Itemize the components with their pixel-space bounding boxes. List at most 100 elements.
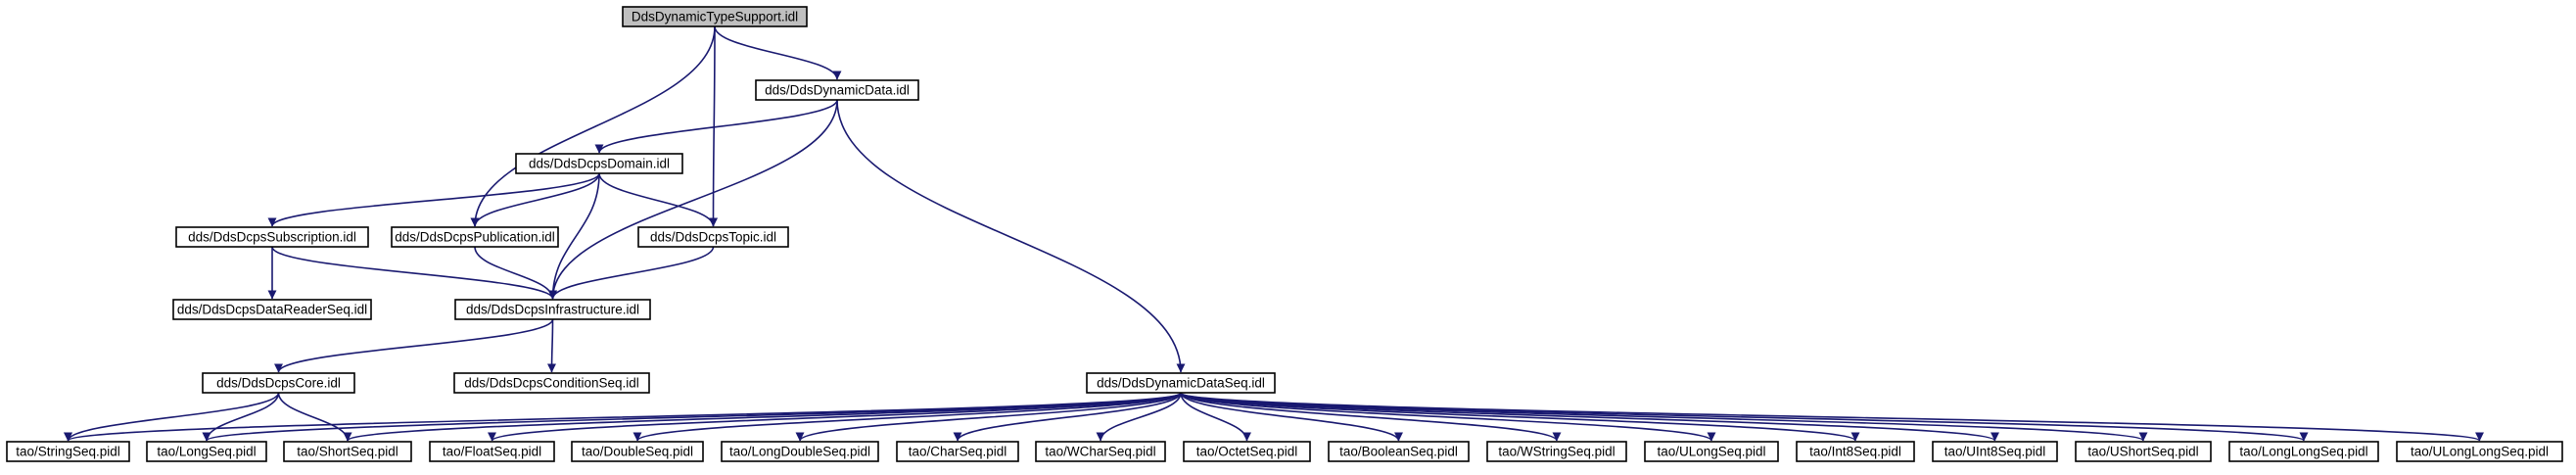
node-label: tao/ULongSeq.pidl xyxy=(1657,445,1765,459)
node-box[interactable] xyxy=(755,79,919,101)
node-label: tao/WStringSeq.pidl xyxy=(1498,445,1615,459)
node-tao-doubleseq-pidl[interactable]: tao/DoubleSeq.pidl xyxy=(571,441,704,462)
edges-layer xyxy=(64,25,2484,442)
node-tao-charseq-pidl[interactable]: tao/CharSeq.pidl xyxy=(896,441,1019,462)
edge-dds-ddsdcpssubscription-idl-to-dds-ddsdcpsinfrastructure-idl xyxy=(271,246,557,300)
node-label: dds/DdsDcpsInfrastructure.idl xyxy=(466,303,639,317)
node-label: tao/CharSeq.pidl xyxy=(909,445,1007,459)
node-box[interactable] xyxy=(6,441,130,462)
edge-dds-ddsdynamicdataseq-idl-to-tao-octetseq-pidl xyxy=(1180,392,1251,442)
node-tao-ulongseq-pidl[interactable]: tao/ULongSeq.pidl xyxy=(1644,441,1779,462)
node-tao-stringseq-pidl[interactable]: tao/StringSeq.pidl xyxy=(6,441,130,462)
node-tao-ushortseq-pidl[interactable]: tao/UShortSeq.pidl xyxy=(2075,441,2212,462)
node-label: dds/DdsDynamicData.idl xyxy=(765,83,910,98)
node-box[interactable] xyxy=(622,6,808,27)
node-tao-wcharseq-pidl[interactable]: tao/WCharSeq.pidl xyxy=(1035,441,1166,462)
edge-ddsdynamictypesupport-idl-to-dds-ddsdynamicdata-idl xyxy=(714,25,842,80)
edge-dds-ddsdynamicdataseq-idl-to-tao-longlongseq-pidl xyxy=(1180,392,2309,442)
node-dds-ddsdynamicdataseq-idl[interactable]: dds/DdsDynamicDataSeq.idl xyxy=(1086,372,1276,394)
edge-dds-ddsdynamicdataseq-idl-to-tao-longseq-pidl xyxy=(202,392,1182,442)
node-tao-octetseq-pidl[interactable]: tao/OctetSeq.pidl xyxy=(1183,441,1311,462)
node-ddsdynamictypesupport-idl[interactable]: DdsDynamicTypeSupport.idl xyxy=(622,6,808,27)
node-box[interactable] xyxy=(2228,441,2379,462)
edge-ddsdynamictypesupport-idl-to-dds-ddsdcpspublication-idl xyxy=(470,25,716,227)
node-box[interactable] xyxy=(1932,441,2058,462)
node-dds-ddsdcpsconditionseq-idl[interactable]: dds/DdsDcpsConditionSeq.idl xyxy=(453,372,650,394)
node-dds-ddsdcpsdomain-idl[interactable]: dds/DdsDcpsDomain.idl xyxy=(515,153,683,174)
node-box[interactable] xyxy=(1644,441,1779,462)
node-box[interactable] xyxy=(2396,441,2563,462)
node-label: dds/DdsDcpsSubscription.idl xyxy=(188,230,356,245)
node-tao-booleanseq-pidl[interactable]: tao/BooleanSeq.pidl xyxy=(1328,441,1470,462)
node-box[interactable] xyxy=(429,441,555,462)
node-box[interactable] xyxy=(1086,372,1276,394)
node-label: tao/LongSeq.pidl xyxy=(157,445,256,459)
node-label: dds/DdsDcpsPublication.idl xyxy=(395,230,555,245)
node-tao-shortseq-pidl[interactable]: tao/ShortSeq.pidl xyxy=(283,441,412,462)
node-box[interactable] xyxy=(571,441,704,462)
node-label: DdsDynamicTypeSupport.idl xyxy=(632,10,798,24)
node-dds-ddsdcpsinfrastructure-idl[interactable]: dds/DdsDcpsInfrastructure.idl xyxy=(454,299,651,320)
node-box[interactable] xyxy=(202,372,355,394)
edge-dds-ddsdcpsdomain-idl-to-dds-ddsdcpsinfrastructure-idl xyxy=(548,172,600,300)
node-tao-uint8seq-pidl[interactable]: tao/UInt8Seq.pidl xyxy=(1932,441,2058,462)
node-tao-longlongseq-pidl[interactable]: tao/LongLongSeq.pidl xyxy=(2228,441,2379,462)
node-tao-int8seq-pidl[interactable]: tao/Int8Seq.pidl xyxy=(1796,441,1915,462)
edge-dds-ddsdynamicdataseq-idl-to-tao-ulonglongseq-pidl xyxy=(1180,392,2484,442)
node-dds-ddsdcpscore-idl[interactable]: dds/DdsDcpsCore.idl xyxy=(202,372,355,394)
node-label: tao/DoubleSeq.pidl xyxy=(582,445,693,459)
node-box[interactable] xyxy=(515,153,683,174)
node-box[interactable] xyxy=(1486,441,1627,462)
edge-dds-ddsdynamicdataseq-idl-to-tao-ushortseq-pidl xyxy=(1180,392,2148,442)
node-box[interactable] xyxy=(637,226,789,248)
node-box[interactable] xyxy=(175,226,369,248)
edge-dds-ddsdynamicdataseq-idl-to-tao-floatseq-pidl xyxy=(488,392,1182,442)
node-box[interactable] xyxy=(1035,441,1166,462)
node-tao-wstringseq-pidl[interactable]: tao/WStringSeq.pidl xyxy=(1486,441,1627,462)
node-box[interactable] xyxy=(283,441,412,462)
edge-dds-ddsdynamicdataseq-idl-to-tao-longdoubleseq-pidl xyxy=(795,392,1182,442)
edge-dds-ddsdynamicdata-idl-to-dds-ddsdcpsdomain-idl xyxy=(594,99,838,154)
node-box[interactable] xyxy=(1328,441,1470,462)
node-box[interactable] xyxy=(1796,441,1915,462)
node-label: tao/OctetSeq.pidl xyxy=(1196,445,1298,459)
node-box[interactable] xyxy=(454,299,651,320)
edge-dds-ddsdcpsdomain-idl-to-dds-ddsdcpssubscription-idl xyxy=(267,172,600,227)
node-tao-longdoubleseq-pidl[interactable]: tao/LongDoubleSeq.pidl xyxy=(721,441,879,462)
node-box[interactable] xyxy=(721,441,879,462)
node-tao-ulonglongseq-pidl[interactable]: tao/ULongLongSeq.pidl xyxy=(2396,441,2563,462)
node-label: dds/DdsDcpsTopic.idl xyxy=(650,230,776,245)
node-label: tao/LongDoubleSeq.pidl xyxy=(729,445,870,459)
node-box[interactable] xyxy=(172,299,372,320)
node-box[interactable] xyxy=(2075,441,2212,462)
node-box[interactable] xyxy=(1183,441,1311,462)
node-label: tao/UInt8Seq.pidl xyxy=(1944,445,2046,459)
node-box[interactable] xyxy=(146,441,267,462)
edge-dds-ddsdynamicdataseq-idl-to-tao-int8seq-pidl xyxy=(1180,392,1860,442)
node-dds-ddsdcpssubscription-idl[interactable]: dds/DdsDcpsSubscription.idl xyxy=(175,226,369,248)
edge-dds-ddsdynamicdataseq-idl-to-tao-shortseq-pidl xyxy=(343,392,1182,442)
edge-dds-ddsdynamicdataseq-idl-to-tao-ulongseq-pidl xyxy=(1180,392,1716,442)
edge-dds-ddsdynamicdataseq-idl-to-tao-uint8seq-pidl xyxy=(1180,392,1999,442)
node-dds-ddsdynamicdata-idl[interactable]: dds/DdsDynamicData.idl xyxy=(755,79,919,101)
node-box[interactable] xyxy=(391,226,559,248)
node-label: tao/StringSeq.pidl xyxy=(16,445,120,459)
edge-dds-ddsdcpsinfrastructure-idl-to-dds-ddsdcpscore-idl xyxy=(274,318,554,373)
node-label: dds/DdsDcpsDomain.idl xyxy=(529,157,670,171)
nodes-layer: DdsDynamicTypeSupport.idl dds/DdsDynamicD… xyxy=(6,6,2563,462)
edge-ddsdynamictypesupport-idl-to-dds-ddsdcpstopic-idl xyxy=(709,25,719,227)
node-dds-ddsdcpstopic-idl[interactable]: dds/DdsDcpsTopic.idl xyxy=(637,226,789,248)
node-tao-longseq-pidl[interactable]: tao/LongSeq.pidl xyxy=(146,441,267,462)
node-dds-ddsdcpspublication-idl[interactable]: dds/DdsDcpsPublication.idl xyxy=(391,226,559,248)
node-box[interactable] xyxy=(896,441,1019,462)
node-label: tao/WCharSeq.pidl xyxy=(1045,445,1155,459)
edge-dds-ddsdcpscore-idl-to-tao-stringseq-pidl xyxy=(64,392,280,442)
node-dds-ddsdcpsdatareaderseq-idl[interactable]: dds/DdsDcpsDataReaderSeq.idl xyxy=(172,299,372,320)
edge-dds-ddsdynamicdataseq-idl-to-tao-wcharseq-pidl xyxy=(1096,392,1182,442)
edge-dds-ddsdcpsdomain-idl-to-dds-ddsdcpspublication-idl xyxy=(470,172,600,227)
node-label: dds/DdsDcpsConditionSeq.idl xyxy=(464,376,639,391)
edge-dds-ddsdynamicdataseq-idl-to-tao-wstringseq-pidl xyxy=(1180,392,1562,442)
node-tao-floatseq-pidl[interactable]: tao/FloatSeq.pidl xyxy=(429,441,555,462)
node-box[interactable] xyxy=(453,372,650,394)
edge-dds-ddsdynamicdata-idl-to-dds-ddsdynamicdataseq-idl xyxy=(836,99,1186,373)
